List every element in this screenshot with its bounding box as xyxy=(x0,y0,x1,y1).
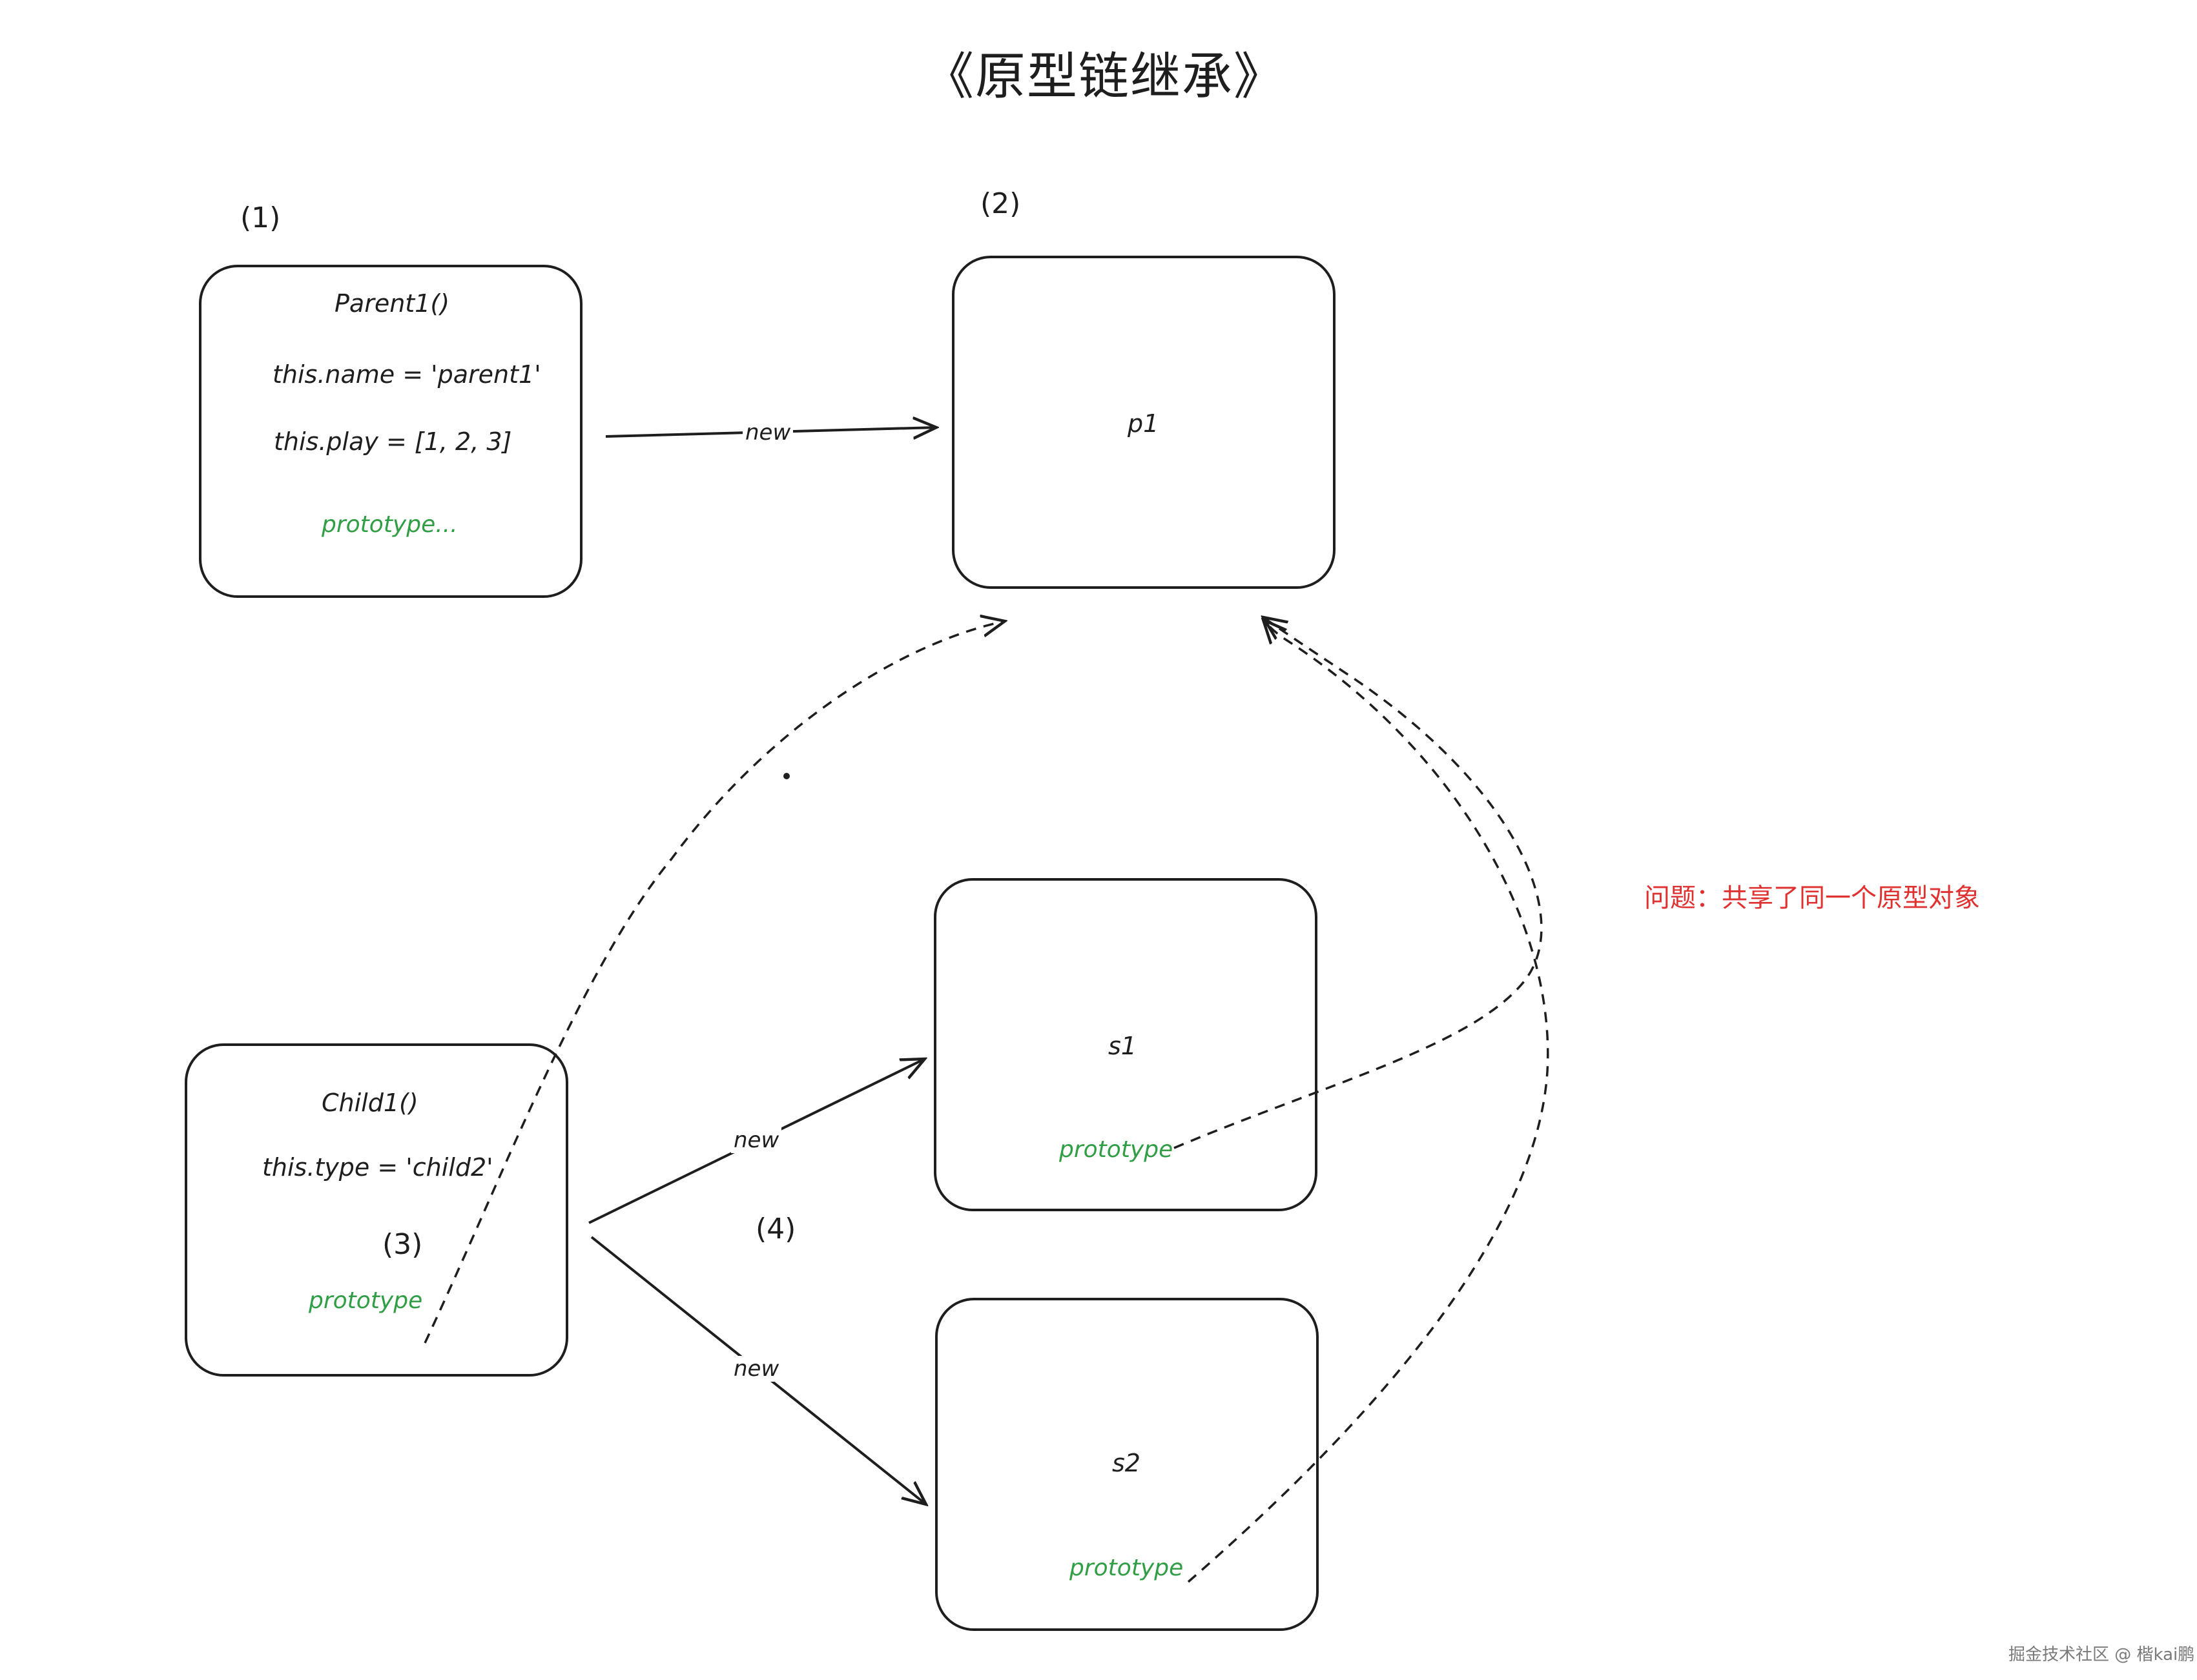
dashed-link-s2-prototype-to-p1[interactable] xyxy=(1187,620,1549,1583)
child-name: Child1() xyxy=(322,1089,418,1117)
dashed-link-s1-prototype-to-p1[interactable] xyxy=(1173,617,1543,1149)
parent-box[interactable] xyxy=(199,265,583,598)
parent-line-name: this.name = 'parent1' xyxy=(273,360,541,389)
stray-dot xyxy=(783,773,790,779)
edge-label-new-parent: new xyxy=(743,420,794,446)
child-prototype-label: prototype xyxy=(309,1287,423,1314)
marker-1: (1) xyxy=(240,201,281,234)
watermark: 掘金技术社区 @ 楷kai鹏 xyxy=(2008,1645,2195,1665)
dashed-link-child-prototype-to-p1[interactable] xyxy=(424,621,1005,1344)
problem-note: 问题：共享了同一个原型对象 xyxy=(1644,883,1980,913)
s2-prototype-label: prototype xyxy=(1069,1555,1184,1581)
marker-3: (3) xyxy=(382,1228,423,1261)
child-box[interactable] xyxy=(185,1043,568,1377)
s1-label: s1 xyxy=(1108,1032,1137,1060)
edge-label-new-s1: new xyxy=(731,1127,782,1153)
marker-4: (4) xyxy=(756,1213,796,1245)
p1-box[interactable] xyxy=(952,256,1336,589)
page-title: 《原型链继承》 xyxy=(923,48,1286,106)
s1-box[interactable] xyxy=(934,878,1317,1211)
s2-box[interactable] xyxy=(935,1298,1319,1631)
parent-name: Parent1() xyxy=(335,289,450,318)
p1-label: p1 xyxy=(1128,409,1159,438)
parent-line-play: this.play = [1, 2, 3] xyxy=(274,427,512,456)
s2-label: s2 xyxy=(1112,1449,1140,1477)
child-line-type: this.type = 'child2' xyxy=(262,1153,493,1182)
edge-label-new-s2: new xyxy=(731,1356,782,1382)
parent-prototype-label: prototype... xyxy=(322,511,458,538)
s1-prototype-label: prototype xyxy=(1059,1136,1173,1163)
marker-2: (2) xyxy=(980,187,1021,220)
